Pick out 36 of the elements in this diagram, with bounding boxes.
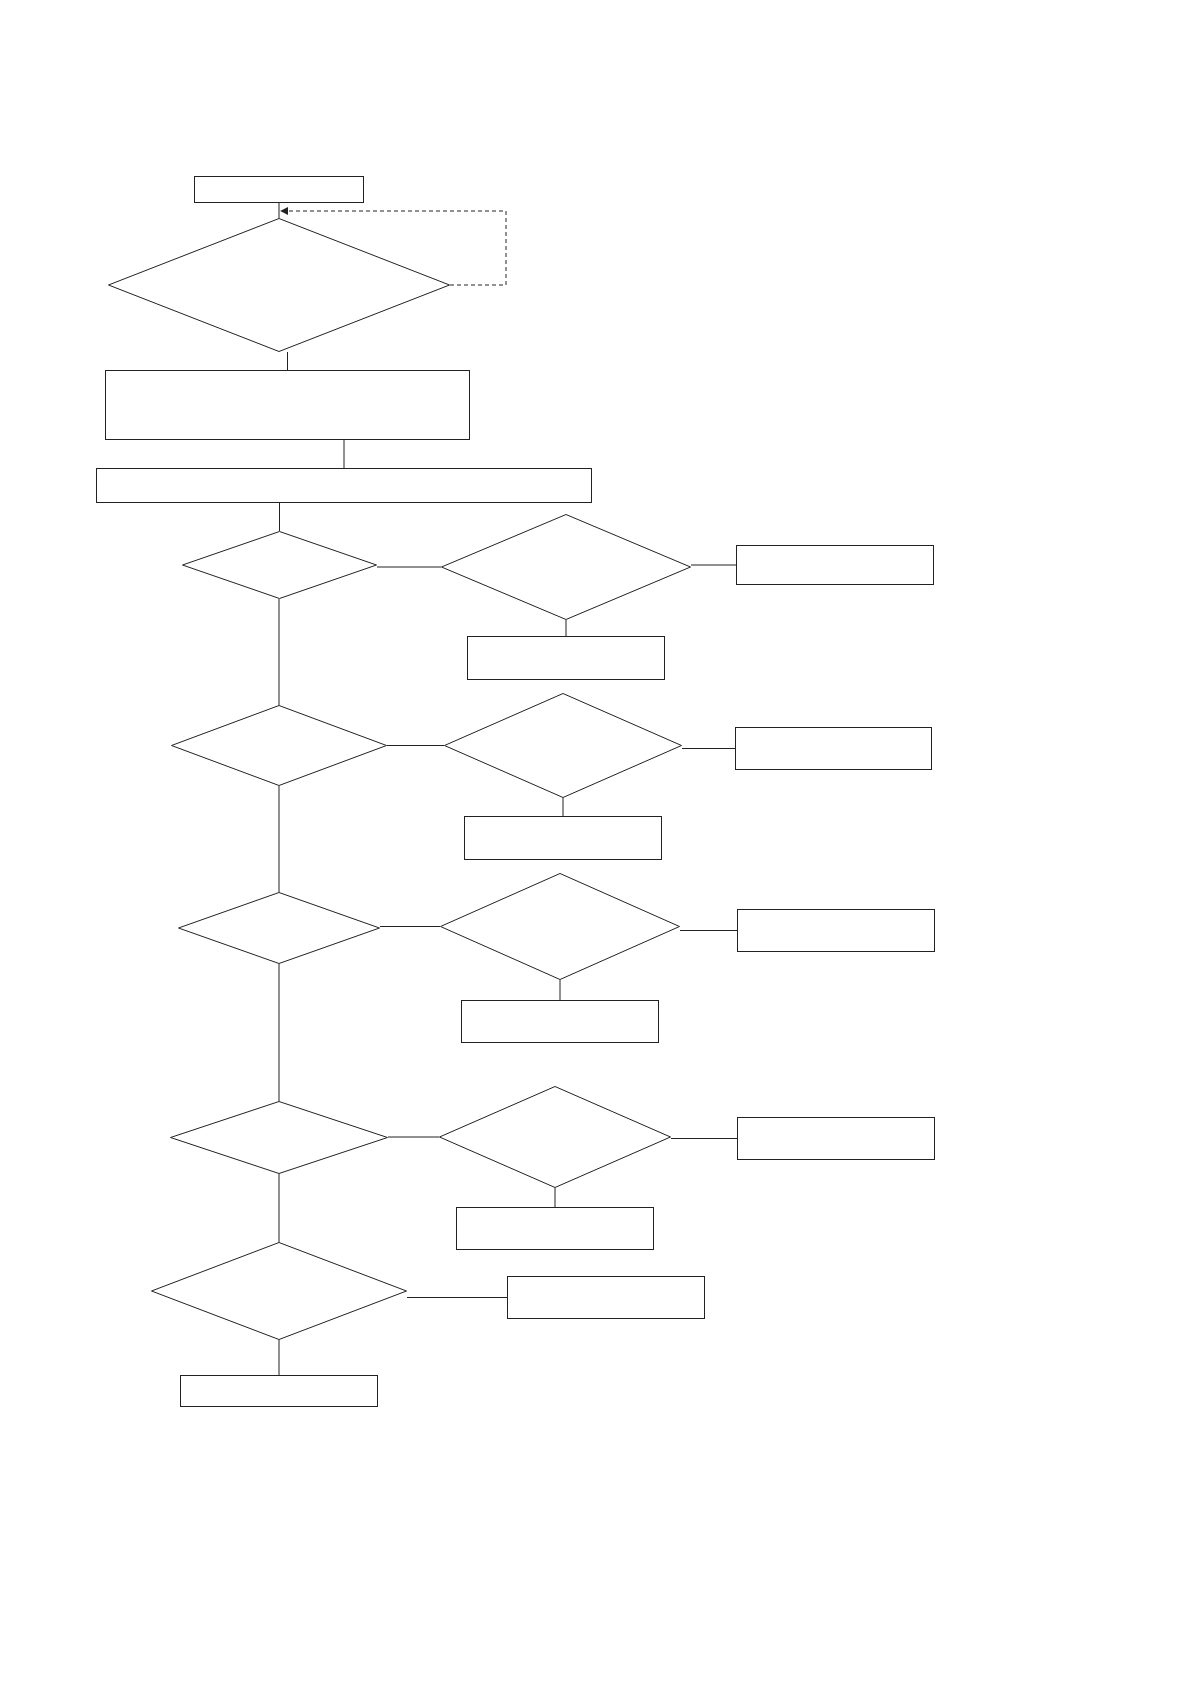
connector-line [690,564,737,566]
connector-line [386,745,445,746]
connector-line [679,930,738,931]
process-box [507,1276,705,1319]
process-box [105,370,470,440]
connector-line [670,1138,738,1139]
connector-line [565,619,567,637]
process-box [736,545,934,585]
process-box [464,816,662,860]
process-box [737,1117,935,1160]
dashed-arrow [280,207,507,286]
process-box [461,1000,659,1043]
connector-line [278,202,280,219]
process-box [735,727,932,770]
connector-line [278,598,280,706]
connector-line [379,926,441,927]
process-box [467,636,665,680]
connector-line [278,785,280,893]
connector-line [554,1187,556,1208]
connector-line [287,351,288,371]
connector-line [278,963,280,1102]
process-box [194,176,364,203]
process-box [456,1207,654,1250]
connector-line [279,502,280,532]
connector-line [278,1173,280,1243]
connector-line [681,748,736,749]
connector-line [406,1297,508,1298]
connector-line [343,439,345,469]
process-box [96,468,592,503]
connector-line [376,566,442,568]
connector-line [562,797,564,817]
connector-line [278,1339,280,1376]
process-box [180,1375,378,1407]
connector-line [387,1136,440,1138]
process-box [737,909,935,952]
connector-line [559,979,561,1001]
